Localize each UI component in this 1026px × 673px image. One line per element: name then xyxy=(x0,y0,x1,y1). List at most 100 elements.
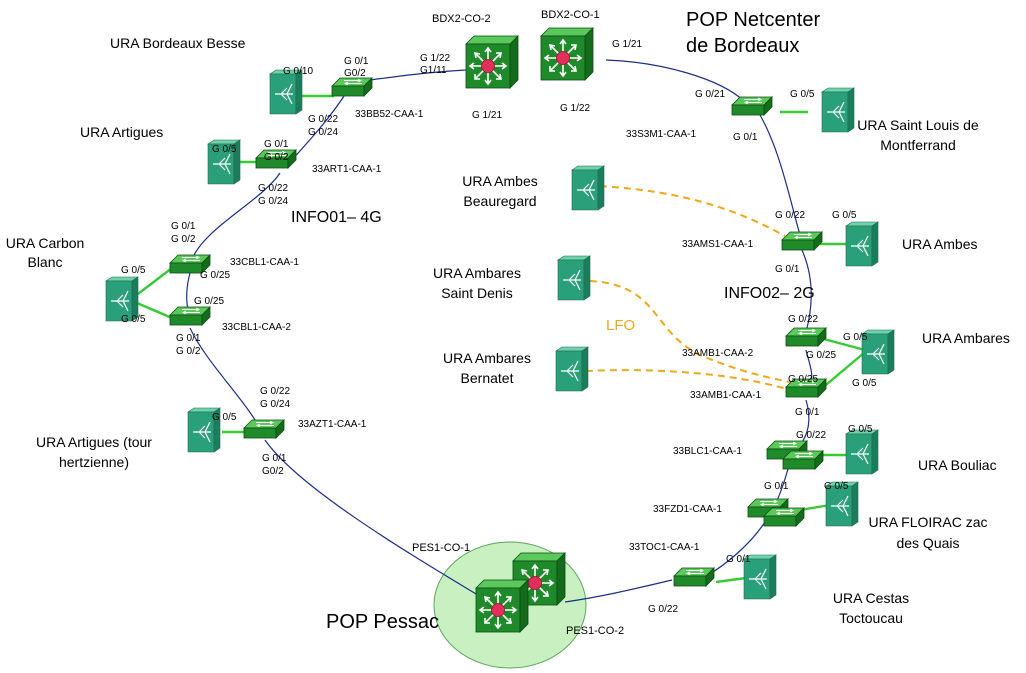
router-pes1-co2-label: PES1-CO-2 xyxy=(566,625,624,637)
port-label: G 0/2 xyxy=(176,346,201,357)
ura-antenna-icon xyxy=(845,221,879,267)
port-label: G 0/1 xyxy=(176,333,201,344)
port-label: G 0/5 xyxy=(121,265,146,276)
link-cbl1-cbl2 xyxy=(186,272,191,311)
switch-label: 33FZD1-CAA-1 xyxy=(653,504,722,515)
switch-33bb52 xyxy=(331,77,373,97)
port-label: G 0/1 xyxy=(262,453,287,464)
ura-antenna-icon xyxy=(845,429,879,475)
site-labels: URA Bordeaux Besse URA Artigues URA Carb… xyxy=(6,35,1010,626)
port-label: G 1/22 xyxy=(420,53,450,64)
switch-33blc1-b xyxy=(782,450,824,470)
site-ambares: URA Ambares xyxy=(922,330,1010,346)
port-label: G 0/22 xyxy=(788,314,818,325)
switch-label: 33S3M1-CAA-1 xyxy=(626,129,696,140)
site-ambes: URA Ambes xyxy=(902,236,977,252)
ura-antenna-icon xyxy=(821,87,855,133)
switch-33toc1 xyxy=(673,567,715,587)
switch-33amb1-2 xyxy=(785,327,827,347)
switch-label: 33BB52-CAA-1 xyxy=(355,109,424,120)
port-label: G 0/1 xyxy=(171,221,196,232)
port-label: G 1/21 xyxy=(472,110,502,121)
port-label: G 0/5 xyxy=(843,332,868,343)
switch-label: 33AMS1-CAA-1 xyxy=(682,239,754,250)
router-bdx2-co1-label: BDX2-CO-1 xyxy=(541,9,600,21)
router-pes1-co2 xyxy=(475,579,529,633)
ura-antenna-icon xyxy=(555,346,589,392)
router-pes1-co1-label: PES1-CO-1 xyxy=(412,542,470,554)
port-label: G 0/5 xyxy=(212,144,237,155)
link-ams1-amb xyxy=(801,249,812,333)
port-label: G 0/22 xyxy=(796,430,826,441)
port-label: G 0/24 xyxy=(258,196,288,207)
port-label: G 0/22 xyxy=(308,114,338,125)
link-toc-pes xyxy=(564,579,673,603)
ring-info01-label: INFO01– 4G xyxy=(291,209,382,226)
link-bdx1-s3m1 xyxy=(605,59,746,103)
switch-label: 33CBL1-CAA-1 xyxy=(230,257,299,268)
switch-label: 33BLC1-CAA-1 xyxy=(673,446,742,457)
ura-antenna-icon xyxy=(557,255,591,301)
lfo-saintdenis-amb xyxy=(589,280,791,383)
switch-label: 33AMB1-CAA-2 xyxy=(682,348,754,359)
port-label: G 0/1 xyxy=(726,554,751,565)
router-bdx2-co1 xyxy=(540,27,594,81)
port-label: G 1/21 xyxy=(612,39,642,50)
lfo-beauregard-ams1 xyxy=(599,185,786,237)
port-label: G1/11 xyxy=(420,65,447,76)
switch-33fzd1-b xyxy=(763,507,805,527)
port-label: G 0/5 xyxy=(848,424,873,435)
site-bordeaux-besse: URA Bordeaux Besse xyxy=(110,35,246,51)
lfo-label: LFO xyxy=(606,317,635,334)
port-label: G 0/2 xyxy=(264,152,289,163)
port-label: G 0/25 xyxy=(194,296,224,307)
link-cbl2-azt1 xyxy=(189,327,256,421)
router-bdx2-co2 xyxy=(465,35,519,89)
port-label: G0/2 xyxy=(344,68,366,79)
port-label: G 0/1 xyxy=(764,481,789,492)
port-label: G 0/24 xyxy=(260,399,290,410)
port-label: G 0/1 xyxy=(344,56,369,67)
port-label: G 0/1 xyxy=(775,264,800,275)
switch-label: 33AMB1-CAA-1 xyxy=(690,390,762,401)
lfo-bernatet-amb1 xyxy=(585,369,791,391)
port-label: G 0/22 xyxy=(260,386,290,397)
port-label: G 0/5 xyxy=(852,378,877,389)
site-bouliac: URA Bouliac xyxy=(918,457,997,473)
switch-label: 33AZT1-CAA-1 xyxy=(298,419,367,430)
port-label: G 0/22 xyxy=(258,183,288,194)
port-label: G 0/21 xyxy=(695,89,725,100)
switch-33s3m1 xyxy=(731,96,773,116)
switch-33azt1 xyxy=(243,419,285,439)
port-label: G0/2 xyxy=(262,466,284,477)
port-label: G 0/1 xyxy=(264,139,289,150)
port-labels: G 1/22 G1/11 G 1/21 G 1/21 G 1/22 G 0/10… xyxy=(121,39,877,615)
ura-antenna-icon xyxy=(571,165,605,211)
port-label: G 0/22 xyxy=(648,604,678,615)
switch-label: 33TOC1-CAA-1 xyxy=(629,542,700,553)
switch-label: 33ART1-CAA-1 xyxy=(312,164,382,175)
pop-pessac-label: POP Pessac xyxy=(326,611,439,633)
port-label: G 0/5 xyxy=(121,314,146,325)
port-label: G 0/25 xyxy=(200,270,230,281)
port-label: G 0/10 xyxy=(283,66,313,77)
link-bb52-bdx2 xyxy=(369,69,467,81)
link-s3m1-ams1 xyxy=(759,114,801,236)
port-label: G 0/22 xyxy=(775,210,805,221)
port-label: G 0/1 xyxy=(795,407,820,418)
port-label: G 0/5 xyxy=(790,89,815,100)
ring-info02-label: INFO02– 2G xyxy=(724,285,815,302)
port-label: G 1/22 xyxy=(560,103,590,114)
switch-33cbl1-2 xyxy=(169,306,211,326)
port-label: G 0/25 xyxy=(788,374,818,385)
port-label: G 0/25 xyxy=(806,350,836,361)
link-art1-cbl1 xyxy=(193,172,281,256)
site-artigues: URA Artigues xyxy=(80,124,163,140)
